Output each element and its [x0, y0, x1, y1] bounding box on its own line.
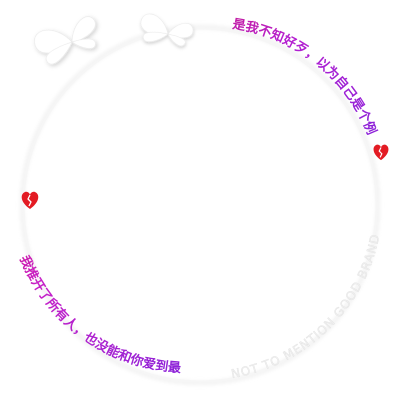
butterfly-icon [140, 13, 194, 47]
ring-text-top-right: 是我不知好歹，以为自己是个例外 [0, 0, 380, 137]
ring-text-bottom-left: 我推开了所有人，也没能和你爱到最后 [0, 0, 182, 376]
broken-heart-icon [373, 144, 389, 161]
broken-heart-icon [21, 191, 39, 209]
ring-shadow [20, 25, 380, 385]
butterfly-icon [34, 16, 96, 65]
ring-outline [23, 28, 377, 382]
